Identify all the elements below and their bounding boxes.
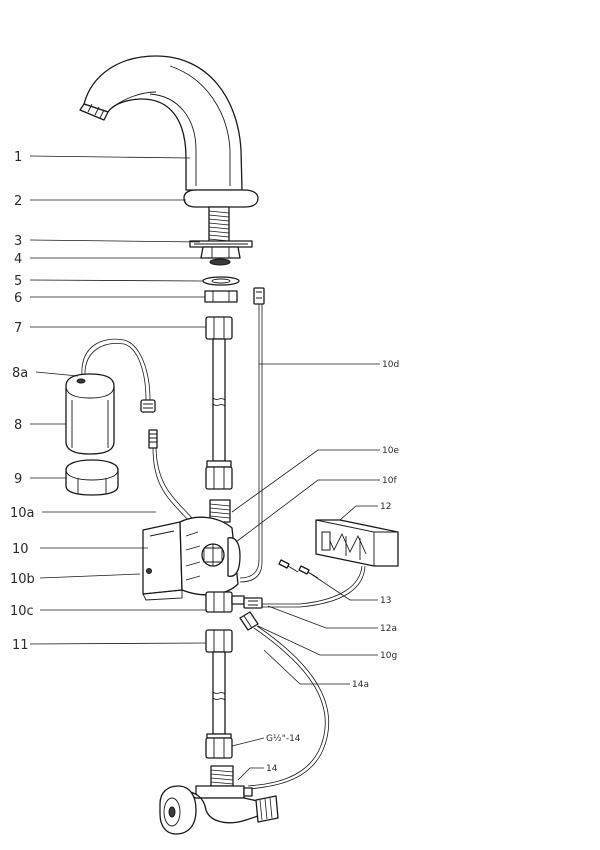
label-10e: 10e <box>382 446 399 456</box>
cable-14a <box>247 625 330 790</box>
label-3: 3 <box>14 234 22 249</box>
label-10b: 10b <box>10 572 35 587</box>
label-1: 1 <box>14 150 22 165</box>
solenoid-valve <box>142 516 241 601</box>
label-5: 5 <box>14 274 22 289</box>
sensor-cable-12a <box>243 565 366 609</box>
label-10f: 10f <box>382 476 397 486</box>
label-10a: 10a <box>10 506 35 521</box>
upper-flex-hose <box>205 316 233 490</box>
label-10g: 10g <box>380 651 397 661</box>
mounting-nut <box>200 246 241 266</box>
label-8a: 8a <box>12 366 28 381</box>
sensor-panel <box>315 519 399 567</box>
battery-cover <box>65 459 119 496</box>
leader-lines <box>29 155 380 781</box>
label-9: 9 <box>14 472 22 487</box>
label-12a: 12a <box>380 624 397 634</box>
label-7: 7 <box>14 321 22 336</box>
mounting-screws <box>278 559 319 579</box>
aerator-nozzle <box>79 103 109 121</box>
mounting-washer <box>189 240 253 248</box>
label-8: 8 <box>14 418 22 433</box>
label-10c: 10c <box>10 604 34 619</box>
spout-base <box>183 189 259 208</box>
battery-connector <box>140 399 156 413</box>
battery-cable <box>81 338 151 401</box>
label-4: 4 <box>14 252 22 267</box>
lower-flex-hose <box>205 629 233 759</box>
label-10d: 10d <box>382 360 399 370</box>
sensor-cable-10d <box>239 287 265 583</box>
mixing-valve <box>159 765 279 835</box>
label-10: 10 <box>12 542 29 557</box>
label-thread-spec: G½"-14 <box>266 734 301 744</box>
valve-outlet-fitting <box>205 591 245 613</box>
lock-nut <box>204 290 238 303</box>
label-14: 14 <box>266 764 278 774</box>
label-13: 13 <box>380 596 391 606</box>
spout-body <box>83 55 243 191</box>
label-12: 12 <box>380 502 391 512</box>
part-labels: 1 2 3 4 5 6 7 8a 8 9 10a 10 10b 10c 11 1… <box>10 150 399 774</box>
battery-box <box>65 373 115 455</box>
label-6: 6 <box>14 291 22 306</box>
valve-battery-cable <box>148 429 193 521</box>
label-11: 11 <box>12 638 29 653</box>
label-2: 2 <box>14 194 22 209</box>
label-14a: 14a <box>352 680 369 690</box>
gasket <box>202 276 240 286</box>
sensor-connector-10g <box>239 611 259 631</box>
